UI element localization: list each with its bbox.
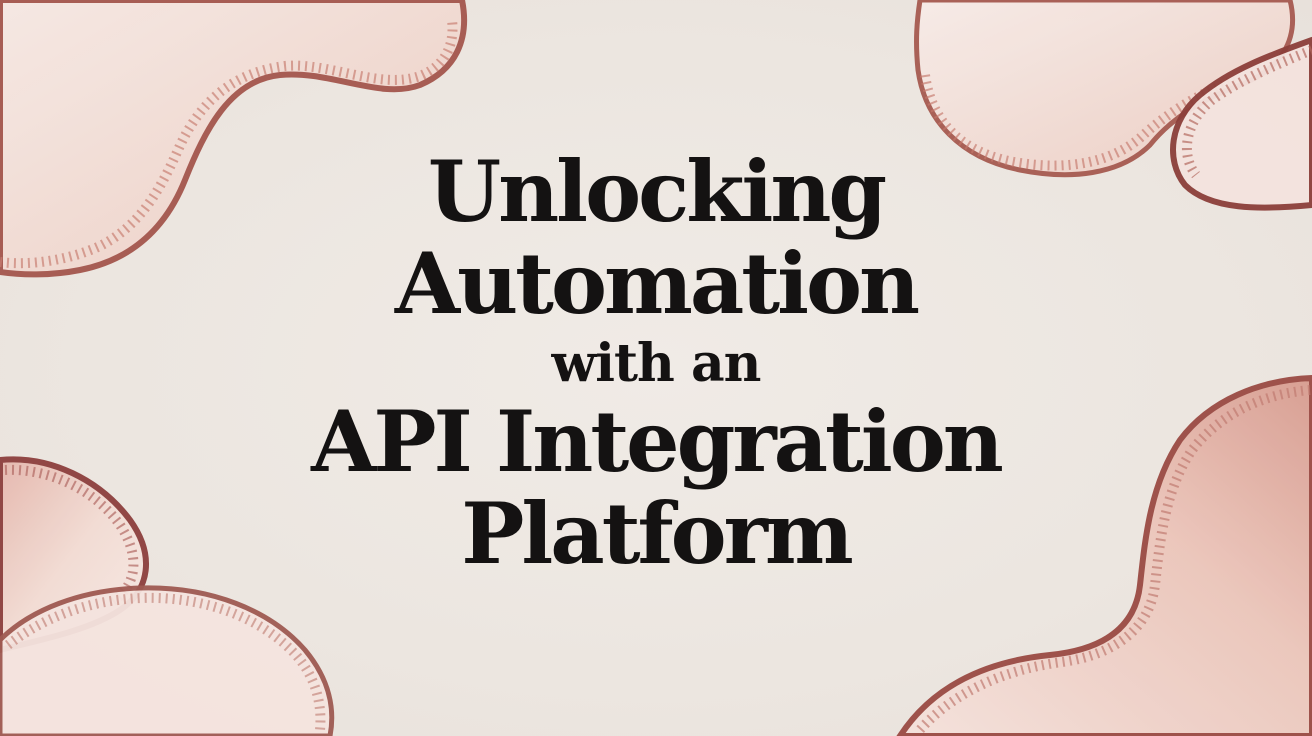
title-line-1: Unlocking bbox=[427, 142, 887, 241]
title-line-4: API Integration bbox=[311, 392, 1004, 491]
bottom-left-petal bbox=[0, 456, 335, 736]
top-right-petal bbox=[914, 0, 1312, 211]
title-line-5: Platform bbox=[461, 484, 854, 583]
top-left-petal bbox=[0, 0, 468, 278]
bottom-right-petal bbox=[896, 374, 1312, 736]
title-line-3: with an bbox=[551, 333, 762, 394]
title-line-2: Automation bbox=[394, 234, 920, 333]
page-title: Unlocking Automation with an API Integra… bbox=[0, 150, 1312, 584]
